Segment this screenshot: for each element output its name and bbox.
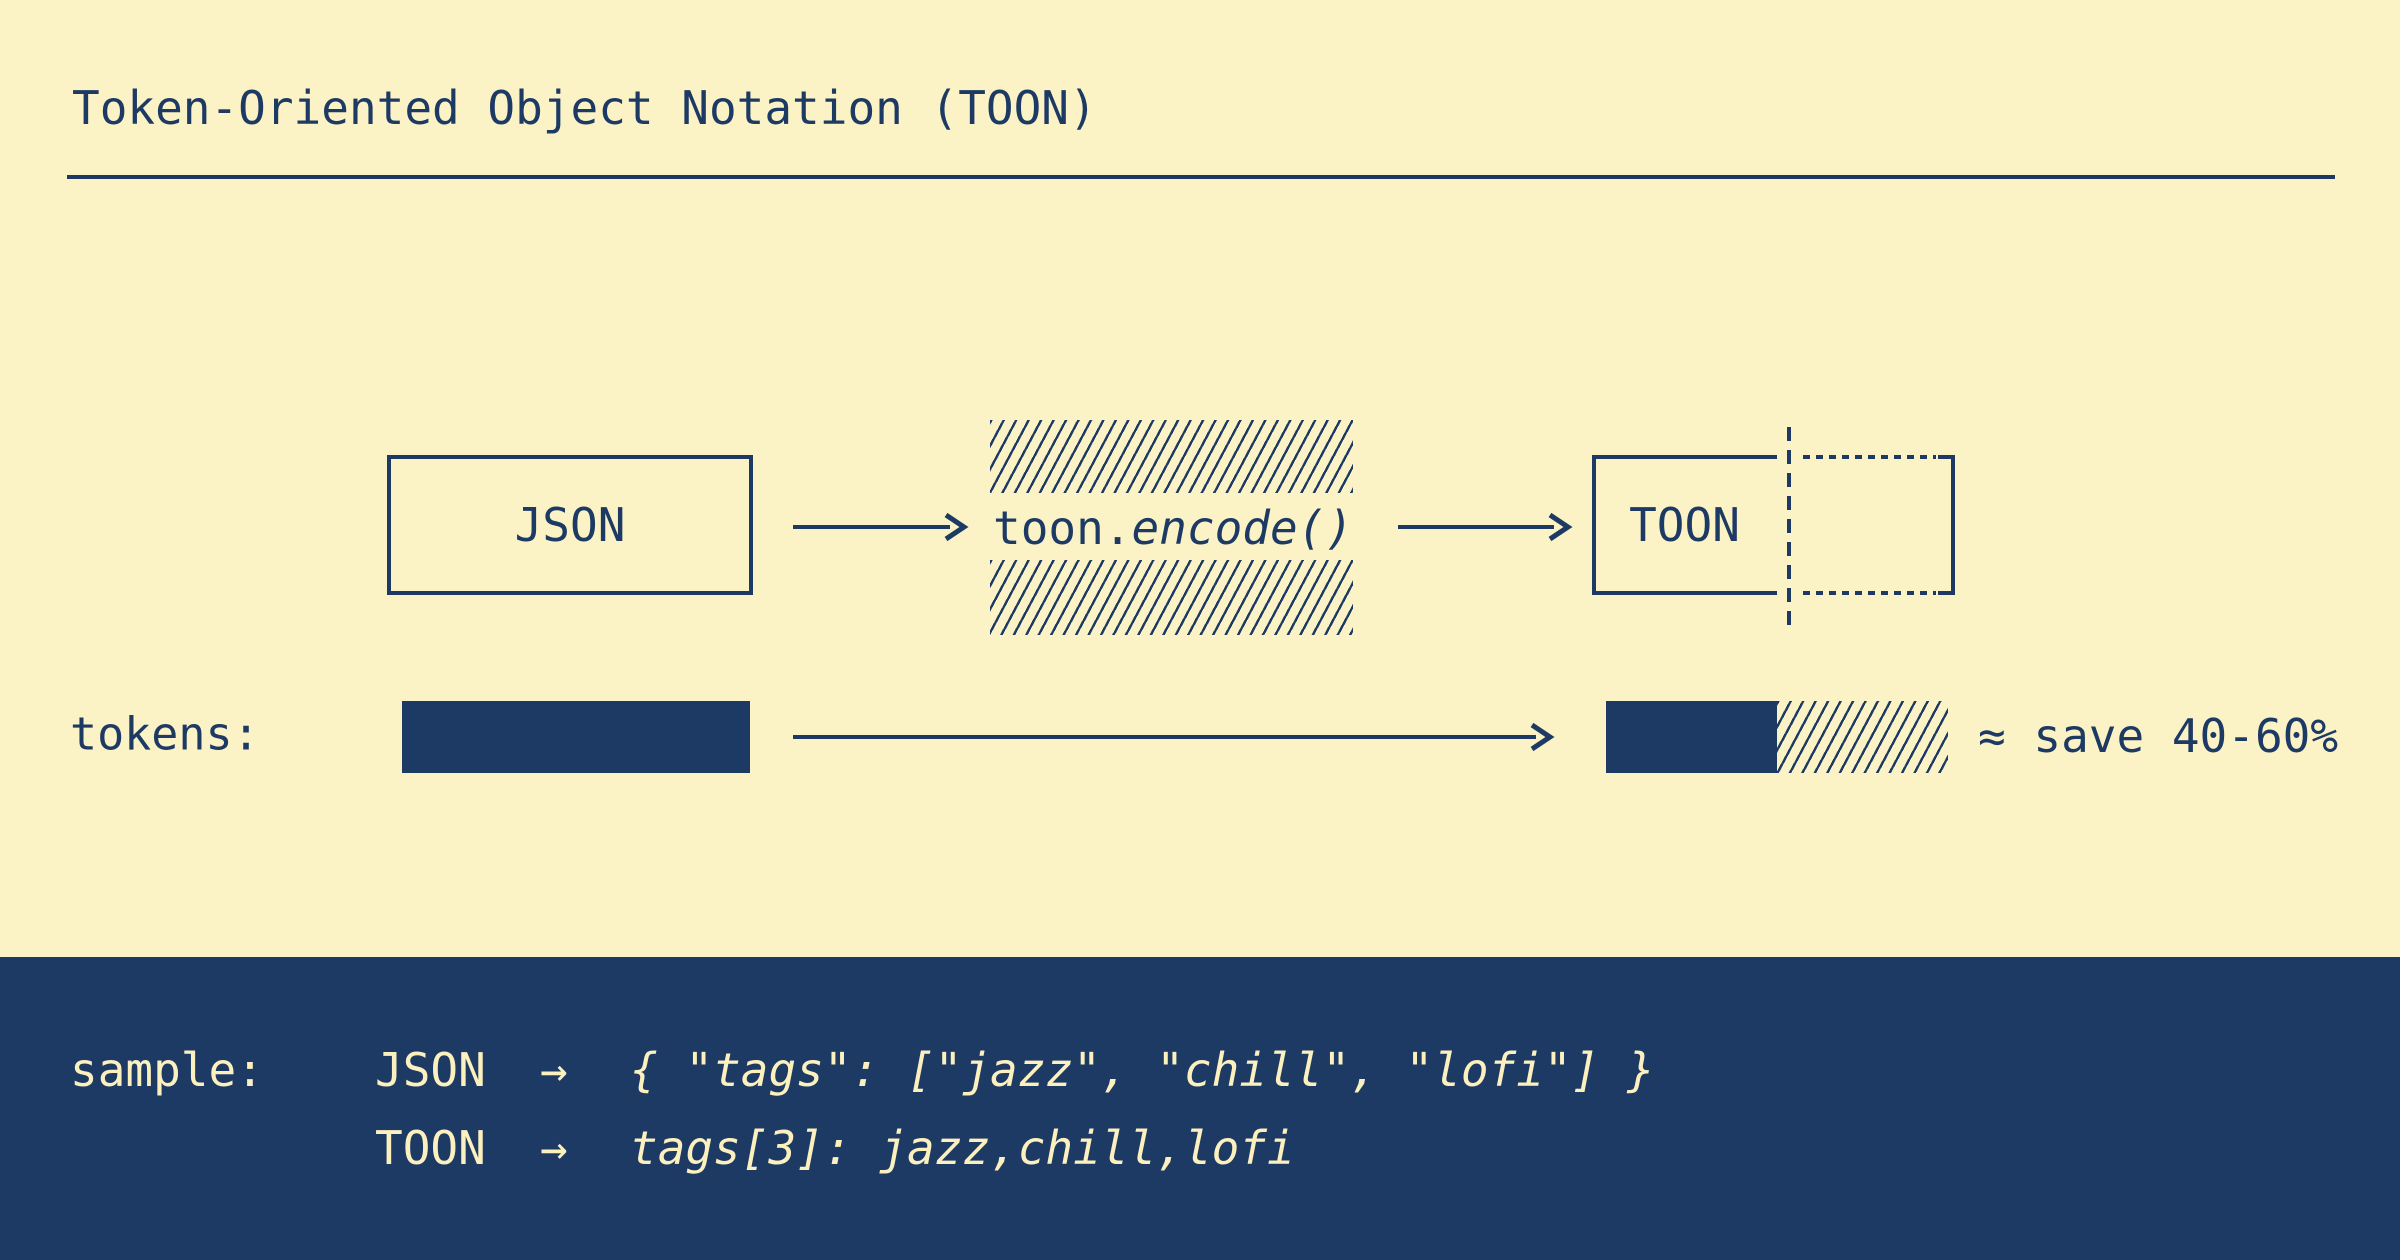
encode-function-label: toon.encode()	[993, 501, 1353, 555]
page-title: Token-Oriented Object Notation (TOON)	[72, 81, 1097, 135]
sample-toon-format: TOON	[375, 1120, 486, 1175]
title-divider	[67, 175, 2335, 179]
encode-prefix: toon.	[993, 500, 1132, 555]
arrow-right-icon: →	[540, 1042, 568, 1097]
sample-toon-code: tags[3]: jazz,chill,lofi	[630, 1120, 1295, 1175]
encode-hatch-top	[990, 420, 1353, 493]
flow-arrow-2-icon	[1398, 512, 1573, 542]
json-box: JSON	[387, 455, 753, 595]
tokens-arrow-icon	[793, 722, 1555, 752]
sample-panel: sample: JSON → { "tags": ["jazz", "chill…	[0, 957, 2400, 1260]
arrow-right-icon: →	[540, 1120, 568, 1175]
savings-label: ≈ save 40-60%	[1978, 708, 2339, 763]
tokens-row-label: tokens:	[70, 707, 260, 761]
json-token-bar	[402, 701, 750, 773]
toon-box: TOON	[1592, 455, 1777, 595]
sample-json-code: { "tags": ["jazz", "chill", "lofi"] }	[630, 1042, 1655, 1097]
json-box-label: JSON	[514, 498, 626, 552]
encode-call: encode()	[1131, 500, 1354, 555]
saved-extension-outline	[1803, 455, 1955, 595]
flow-arrow-1-icon	[793, 512, 969, 542]
toon-token-bar	[1606, 701, 1777, 773]
toon-token-saved-hatch	[1777, 701, 1948, 773]
toon-box-label: TOON	[1629, 498, 1740, 552]
sample-row-label: sample:	[70, 1042, 264, 1097]
encode-hatch-bottom	[990, 560, 1353, 635]
sample-json-format: JSON	[375, 1042, 486, 1097]
